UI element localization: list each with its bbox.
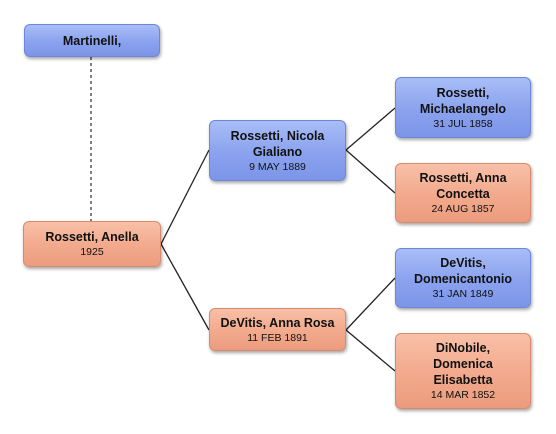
person-name: Rossetti, Anella xyxy=(45,230,139,244)
person-box-domenicantonio[interactable]: DeVitis, Domenicantonio 31 JAN 1849 xyxy=(395,248,531,308)
person-box-nicola[interactable]: Rossetti, Nicola Gialiano 9 MAY 1889 xyxy=(209,120,346,181)
connector-anella-nicola xyxy=(160,149,210,245)
person-box-anna-concetta[interactable]: Rossetti, Anna Concetta 24 AUG 1857 xyxy=(395,163,531,223)
person-date: 31 JUL 1858 xyxy=(433,117,493,130)
person-box-anella[interactable]: Rossetti, Anella 1925 xyxy=(23,221,161,267)
person-name: Rossetti, Nicola Gialiano xyxy=(230,128,325,159)
person-name: DiNobile, Domenica Elisabetta xyxy=(433,341,493,387)
person-date: 24 AUG 1857 xyxy=(431,203,495,215)
person-name: Rossetti, Michaelangelo xyxy=(419,85,507,116)
connector-anna-rosa-domenica xyxy=(345,329,396,372)
connector-anna-rosa-domenicantonio xyxy=(345,277,396,331)
person-date: 1925 xyxy=(80,246,104,258)
person-date: 31 JAN 1849 xyxy=(432,288,494,300)
person-box-anna-rosa[interactable]: DeVitis, Anna Rosa 11 FEB 1891 xyxy=(209,308,346,351)
person-name: DeVitis, Domenicantonio xyxy=(414,256,512,286)
connector-anella-anna-rosa xyxy=(160,243,210,331)
person-date: 11 FEB 1891 xyxy=(247,331,308,344)
connector-nicola-anna-concetta xyxy=(345,149,396,194)
person-name: Martinelli, xyxy=(62,33,122,48)
person-date: 9 MAY 1889 xyxy=(249,160,306,173)
person-box-michaelangelo[interactable]: Rossetti, Michaelangelo 31 JUL 1858 xyxy=(395,77,531,138)
person-name: Rossetti, Anna Concetta xyxy=(419,171,507,201)
person-box-martinelli[interactable]: Martinelli, xyxy=(24,24,160,57)
person-name: DeVitis, Anna Rosa xyxy=(220,315,335,330)
connector-nicola-michaelangelo xyxy=(345,107,396,151)
person-date: 14 MAR 1852 xyxy=(430,389,496,401)
person-box-domenica[interactable]: DiNobile, Domenica Elisabetta 14 MAR 185… xyxy=(395,333,531,409)
